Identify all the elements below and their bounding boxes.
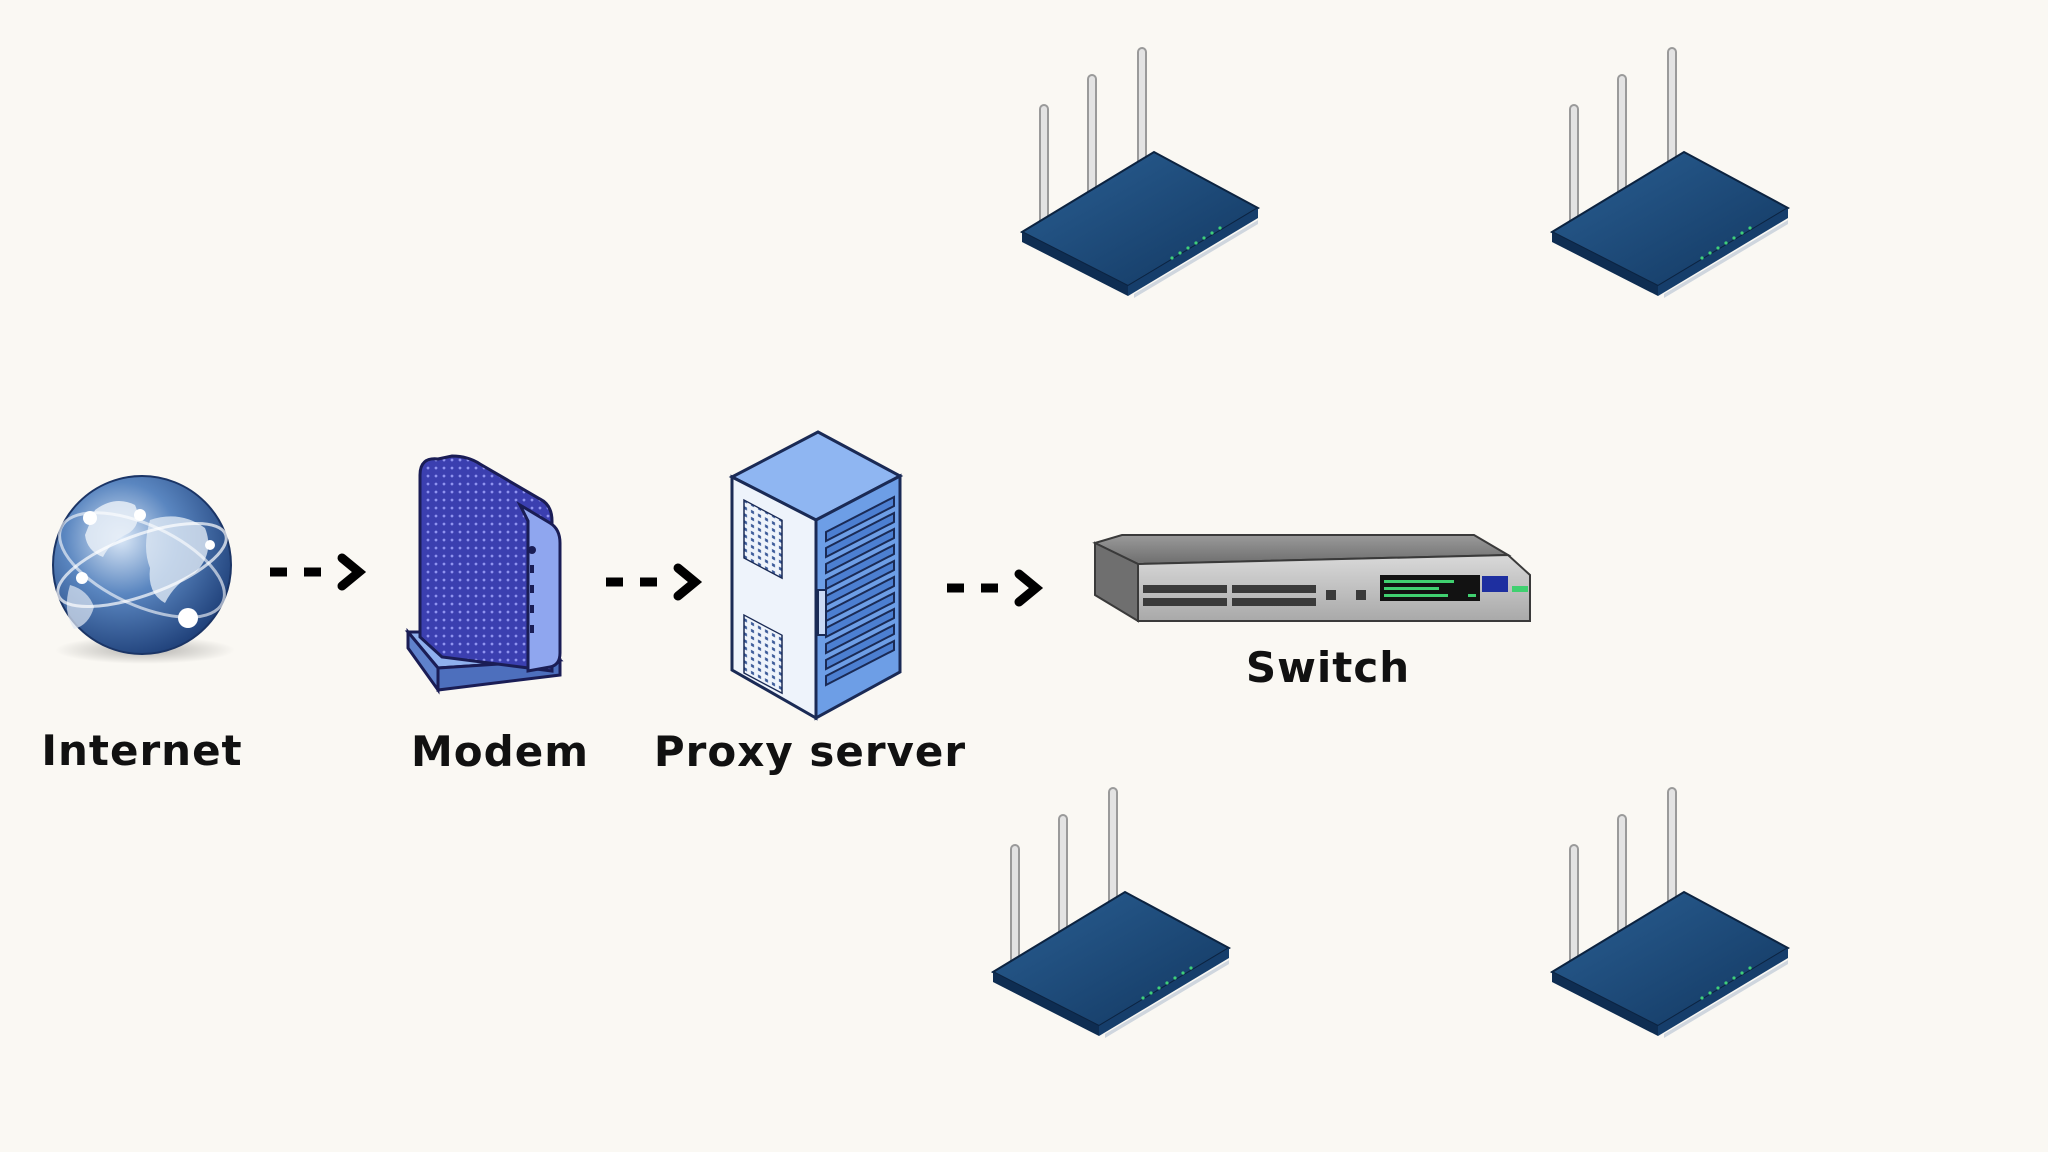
- connection-arrow-modem-proxy: [606, 563, 703, 601]
- wifi-router-icon: [990, 787, 1232, 1038]
- router-bottom-left: [990, 787, 1232, 1038]
- connection-arrow-proxy-switch: [947, 569, 1044, 607]
- connection-arrow-internet-modem: [270, 553, 367, 591]
- globe-icon: [52, 475, 235, 664]
- proxy-server-label: Proxy server: [654, 727, 966, 776]
- modem-icon: [404, 454, 564, 695]
- router-top-right: [1549, 47, 1791, 298]
- router-top-left: [1019, 47, 1261, 298]
- proxy-server-node: Proxy server: [654, 430, 966, 776]
- network-switch-icon: [1092, 534, 1531, 623]
- modem-node: Modem: [404, 454, 589, 776]
- wifi-router-icon: [1549, 787, 1791, 1038]
- wifi-router-icon: [1019, 47, 1261, 298]
- modem-label: Modem: [411, 727, 589, 776]
- internet-label: Internet: [41, 726, 242, 775]
- switch-label: Switch: [1246, 643, 1410, 692]
- router-bottom-right: [1549, 787, 1791, 1038]
- wifi-router-icon: [1549, 47, 1791, 298]
- switch-node: Switch: [1092, 534, 1531, 692]
- internet-node: Internet: [41, 475, 242, 775]
- server-rack-icon: [728, 430, 904, 721]
